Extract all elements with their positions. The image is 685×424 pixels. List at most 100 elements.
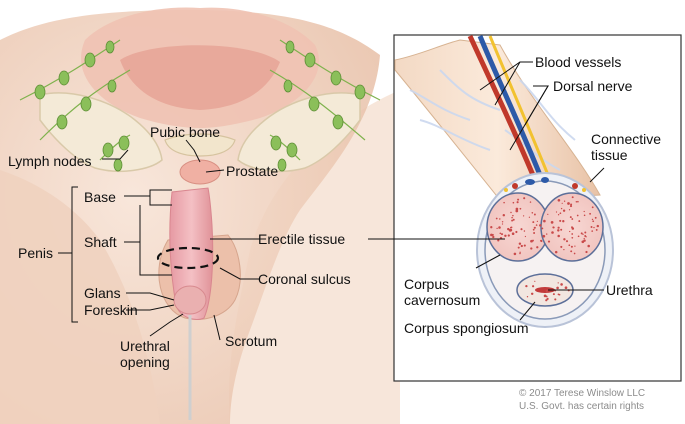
speckle [557, 226, 560, 229]
speckle [564, 286, 568, 290]
speckle [563, 200, 566, 202]
label-urethral-opening: Urethral opening [120, 338, 170, 370]
speckle [532, 239, 534, 242]
cross-section-inset [368, 34, 682, 382]
speckle [515, 230, 518, 234]
speckle [583, 214, 586, 217]
speckle [533, 213, 536, 216]
speckle [532, 228, 535, 231]
speckle [569, 216, 572, 219]
speckle [539, 224, 542, 227]
speckle [557, 229, 560, 232]
leader-lines-inset [368, 61, 605, 321]
speckle [570, 250, 573, 253]
label-erectile-tissue: Erectile tissue [258, 231, 346, 247]
speckle [593, 226, 595, 229]
speckle [542, 234, 546, 238]
speckle [587, 244, 590, 248]
speckle [546, 233, 548, 235]
left-thigh [0, 170, 160, 424]
speckle [583, 237, 585, 240]
speckle [569, 205, 573, 208]
speckle [562, 209, 566, 212]
speckle [519, 252, 521, 255]
speckle [568, 244, 571, 247]
label-prostate: Prostate [226, 163, 279, 179]
speckle [530, 292, 534, 296]
speckle [571, 196, 574, 199]
speckle [571, 218, 574, 220]
speckle [519, 251, 521, 254]
speckle [529, 201, 532, 203]
speckle [511, 216, 513, 219]
speckle [570, 245, 573, 248]
speckle [560, 283, 563, 286]
speckle [522, 215, 525, 217]
speckle [585, 236, 587, 238]
speckle [502, 213, 506, 217]
speckle [510, 226, 512, 229]
penis-shaft [169, 187, 214, 320]
speckle [583, 210, 585, 213]
speckle [563, 248, 565, 251]
speckle [584, 231, 587, 234]
speckle [550, 221, 554, 224]
speckle [576, 214, 579, 217]
speckle [555, 211, 558, 213]
speckle [596, 224, 599, 228]
speckle [526, 296, 529, 298]
speckle [512, 218, 515, 221]
credit-line-2: U.S. Govt. has certain rights [519, 401, 645, 412]
speckle [590, 226, 593, 228]
speckle [557, 199, 561, 202]
speckle [535, 224, 538, 226]
speckle [560, 228, 563, 231]
speckle [530, 247, 533, 250]
speckle [534, 280, 536, 282]
speckle [507, 234, 510, 237]
speckle [511, 232, 515, 235]
erectile-speckles [490, 196, 599, 302]
lymph-node-icons [34, 40, 366, 172]
speckle [523, 244, 526, 247]
speckle [559, 219, 562, 222]
prostate [179, 159, 221, 185]
speckle [499, 218, 501, 220]
label-scrotum: Scrotum [225, 333, 278, 349]
right-nerve-dot [582, 188, 586, 192]
speckle [565, 240, 569, 243]
speckle [580, 232, 583, 235]
speckle [500, 233, 504, 236]
speckle [582, 233, 584, 236]
speckle [523, 230, 526, 232]
speckle [515, 207, 519, 211]
speckle [589, 212, 592, 215]
speckle [532, 285, 535, 288]
speckle [552, 293, 555, 296]
left-pubic-bone [39, 92, 163, 173]
speckle [528, 216, 531, 218]
label-penis: Penis [18, 245, 54, 261]
speckle [578, 220, 581, 223]
left-nerve-dot [504, 188, 508, 192]
speckle [561, 202, 563, 204]
speckle [575, 200, 578, 203]
speckle [581, 240, 585, 244]
credit-line-1: © 2017 Terese Winslow LLC [519, 388, 646, 399]
speckle [571, 226, 573, 229]
speckle [560, 245, 563, 248]
label-shaft: Shaft [84, 234, 117, 250]
speckle [496, 227, 498, 230]
label-connective-tissue: Connective tissue [591, 131, 662, 163]
label-glans: Glans [84, 285, 121, 301]
speckle [556, 286, 559, 290]
speckle [554, 250, 558, 254]
speckle [497, 239, 500, 242]
speckle [558, 293, 560, 296]
speckle [591, 206, 594, 209]
speckle [525, 284, 528, 288]
speckle [559, 212, 562, 215]
speckle [523, 197, 526, 200]
speckle [520, 228, 523, 231]
